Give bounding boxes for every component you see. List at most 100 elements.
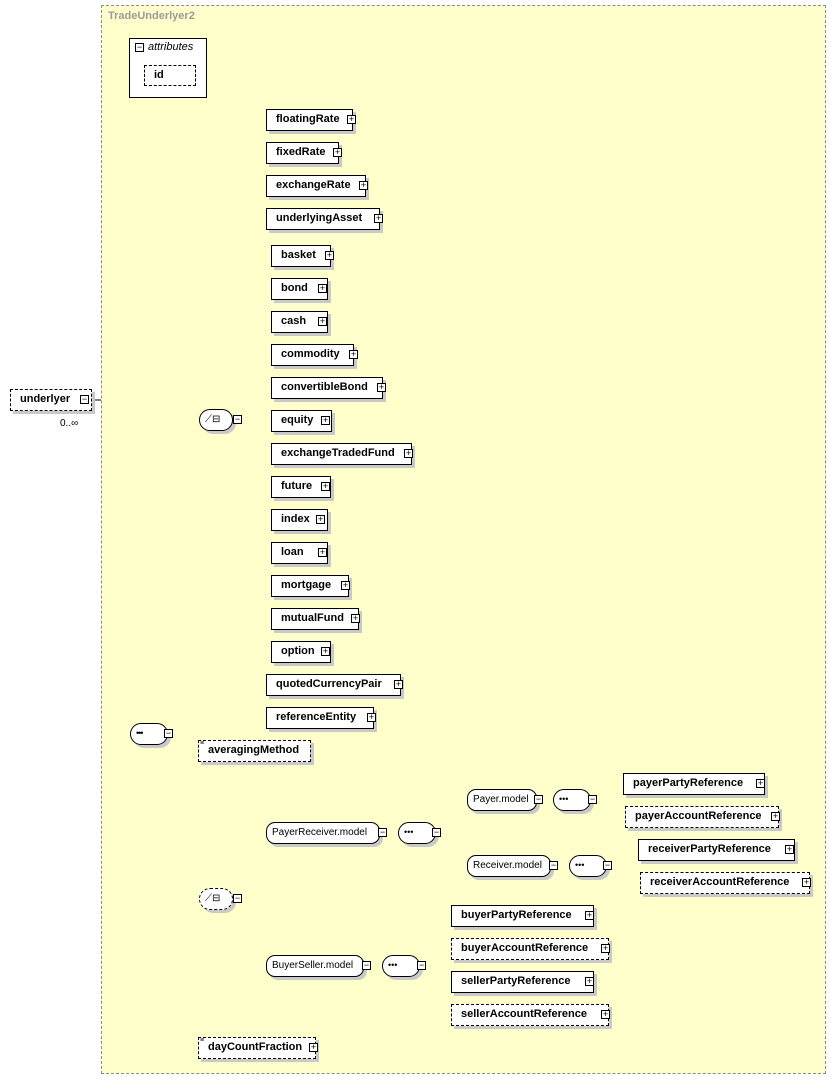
element-floatingRate[interactable]: floatingRate [266,109,353,131]
collapse-icon[interactable]: − [588,794,597,804]
element-referenceEntity[interactable]: referenceEntity [266,707,374,729]
element-dayCountFraction[interactable]: dayCountFraction [198,1037,316,1059]
choice-icon: ⟋⊟ [205,414,221,425]
collapse-icon[interactable]: − [534,794,543,804]
group-buyer-seller-model[interactable]: BuyerSeller.model [266,955,364,977]
expand-icon[interactable]: + [404,448,413,458]
expand-icon[interactable]: + [585,976,594,986]
collapse-icon[interactable]: − [164,728,173,738]
expand-icon[interactable]: + [318,547,327,557]
sequence-icon: ••• [575,860,585,870]
element-payerPartyReference[interactable]: payerPartyReference [623,773,765,795]
element-label: option [281,645,315,657]
element-label: exchangeTradedFund [281,447,395,459]
collapse-icon[interactable]: − [80,394,89,404]
element-commodity[interactable]: commodity [271,344,354,366]
element-cash[interactable]: cash [271,311,328,333]
expand-icon[interactable]: + [347,114,356,124]
expand-icon[interactable]: + [802,877,811,887]
element-label: referenceEntity [276,711,357,723]
element-label: equity [281,414,314,426]
expand-icon[interactable]: + [756,778,765,788]
element-sellerAccountReference[interactable]: sellerAccountReference [451,1004,609,1026]
expand-icon[interactable]: + [771,811,780,821]
element-label: commodity [281,348,340,360]
collapse-icon[interactable]: − [417,960,426,970]
element-averagingMethod[interactable]: averagingMethod [198,740,311,762]
expand-icon[interactable]: + [309,1042,318,1052]
expand-icon[interactable]: + [341,580,350,590]
element-label: index [281,513,310,525]
expand-icon[interactable]: + [318,316,327,326]
expand-icon[interactable]: + [316,514,325,524]
element-label: mutualFund [281,612,344,624]
element-quotedCurrencyPair[interactable]: quotedCurrencyPair [266,674,401,696]
expand-icon[interactable]: + [321,481,330,491]
element-mortgage[interactable]: mortgage [271,575,349,597]
collapse-icon[interactable]: − [603,860,612,870]
sequence-compositor[interactable]: ••• [398,822,436,844]
element-label: buyerPartyReference [461,909,572,921]
group-payer-receiver-model[interactable]: PayerReceiver.model [266,822,380,844]
expand-icon[interactable]: + [377,382,386,392]
expand-icon[interactable]: + [321,646,330,656]
expand-icon[interactable]: + [349,349,358,359]
collapse-icon[interactable]: − [233,414,242,424]
element-payerAccountReference[interactable]: payerAccountReference [625,806,779,828]
expand-icon[interactable]: + [321,415,330,425]
group-receiver-model[interactable]: Receiver.model [467,855,551,877]
collapse-icon[interactable]: − [362,960,371,970]
element-label: loan [281,546,304,558]
expand-icon[interactable]: + [374,213,383,223]
element-buyerPartyReference[interactable]: buyerPartyReference [451,905,594,927]
multiplicity-label: 0..∞ [60,418,79,429]
root-element-underlyer[interactable]: underlyer [10,389,92,411]
element-bond[interactable]: bond [271,278,328,300]
expand-icon[interactable]: + [367,712,376,722]
expand-icon[interactable]: + [601,943,610,953]
collapse-icon[interactable]: − [233,893,242,903]
element-equity[interactable]: equity [271,410,332,432]
choice-compositor[interactable]: ⟋⊟ [199,409,233,431]
element-label: payerPartyReference [633,777,744,789]
collapse-icon[interactable]: − [432,827,441,837]
element-label: dayCountFraction [208,1041,303,1053]
element-sellerPartyReference[interactable]: sellerPartyReference [451,971,594,993]
element-option[interactable]: option [271,641,331,663]
element-buyerAccountReference[interactable]: buyerAccountReference [451,938,609,960]
group-payer-model[interactable]: Payer.model [467,789,537,811]
element-future[interactable]: future [271,476,331,498]
sequence-compositor[interactable]: ••• [130,723,168,745]
element-underlyingAsset[interactable]: underlyingAsset [266,208,380,230]
expand-icon[interactable]: + [601,1009,610,1019]
element-convertibleBond[interactable]: convertibleBond [271,377,383,399]
element-fixedRate[interactable]: fixedRate [266,142,339,164]
element-index[interactable]: index [271,509,328,531]
element-basket[interactable]: basket [271,245,331,267]
expand-icon[interactable]: + [585,910,594,920]
expand-icon[interactable]: + [359,180,368,190]
expand-icon[interactable]: + [333,147,342,157]
sequence-compositor[interactable]: ••• [553,789,591,811]
element-receiverPartyReference[interactable]: receiverPartyReference [638,839,795,861]
expand-icon[interactable]: + [785,844,794,854]
element-receiverAccountReference[interactable]: receiverAccountReference [640,872,810,894]
element-loan[interactable]: loan [271,542,328,564]
collapse-icon[interactable]: − [549,860,558,870]
element-label: underlyingAsset [276,212,363,224]
attribute-id[interactable]: id [144,65,196,86]
element-exchangeTradedFund[interactable]: exchangeTradedFund [271,443,412,465]
element-exchangeRate[interactable]: exchangeRate [266,175,366,197]
element-mutualFund[interactable]: mutualFund [271,608,359,630]
expand-icon[interactable]: + [351,613,360,623]
sequence-compositor[interactable]: ••• [382,955,420,977]
element-label: buyerAccountReference [461,942,589,954]
expand-icon[interactable]: + [318,283,327,293]
optional-choice-compositor[interactable]: ⟋⊟ [199,888,233,910]
sequence-compositor[interactable]: ••• [569,855,607,877]
collapse-icon[interactable]: − [378,827,387,837]
expand-icon[interactable]: + [394,679,403,689]
expand-icon[interactable]: + [325,250,334,260]
collapse-icon[interactable]: − [135,42,144,52]
